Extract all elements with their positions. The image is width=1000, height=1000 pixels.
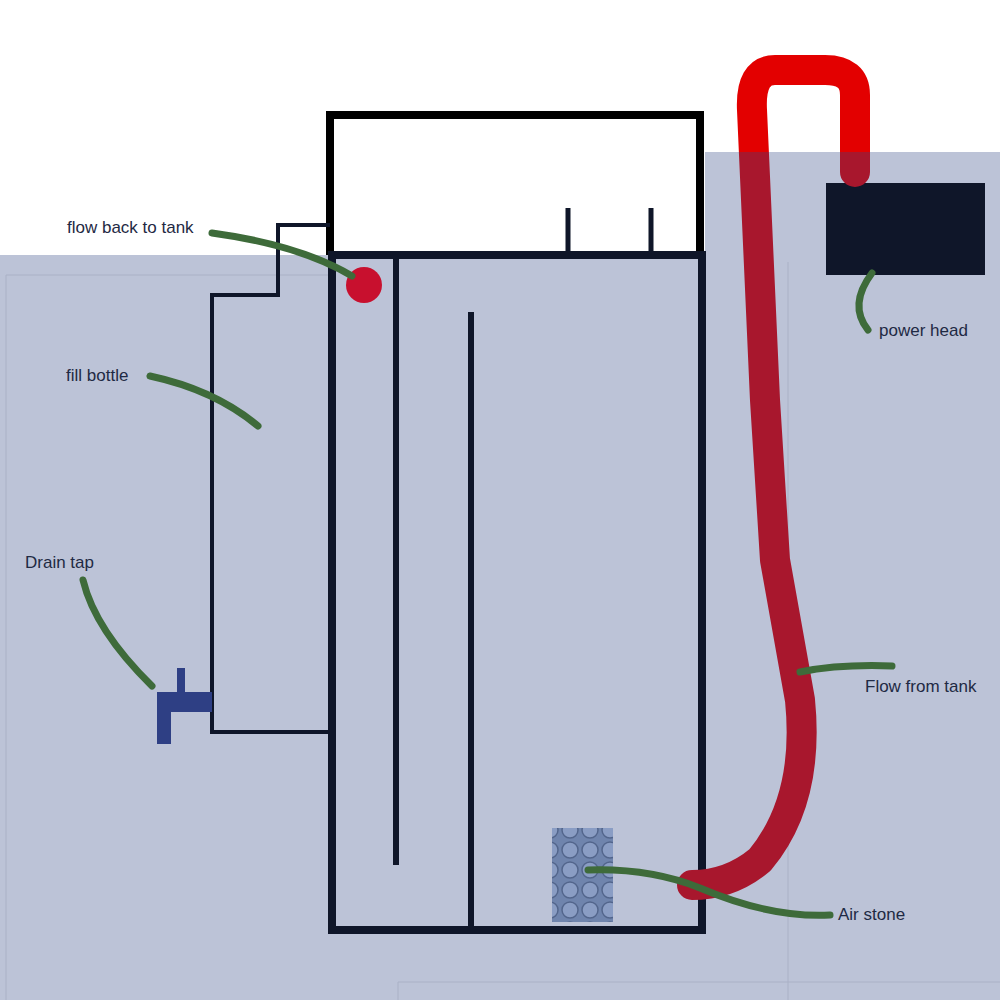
reactor-lid: [330, 115, 700, 255]
reactor-baffle: [468, 312, 474, 926]
leader-line: [83, 233, 892, 915]
reactor-baffle: [393, 258, 399, 865]
reactor-lid: [330, 115, 700, 255]
supply-tube: [692, 152, 855, 885]
power-head: [826, 183, 985, 275]
reactor-top-wall: [330, 208, 700, 255]
callout-label: Drain tap: [25, 553, 94, 573]
callout-label: flow back to tank: [67, 218, 194, 238]
tank-panel-edge: [6, 262, 1000, 1000]
reactor-body: [332, 255, 702, 930]
callout-label: Flow from tank: [865, 677, 976, 697]
air-stone: [552, 828, 613, 922]
callout-label: power head: [879, 321, 968, 341]
drain-tap: [157, 668, 212, 744]
supply-tube: [692, 70, 855, 152]
callout-label: Air stone: [838, 905, 905, 925]
tank-water: [0, 255, 1000, 1000]
fill-bottle: [212, 225, 330, 732]
callout-label: fill bottle: [66, 366, 128, 386]
